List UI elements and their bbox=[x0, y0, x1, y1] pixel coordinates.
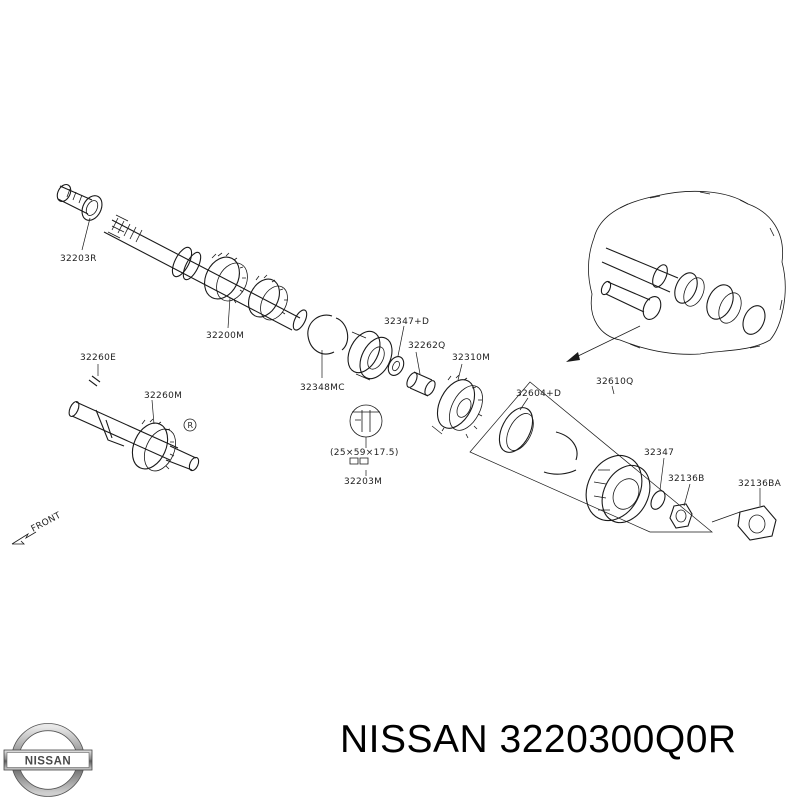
inset-transmission-view bbox=[588, 190, 786, 355]
front-arrow-icon: FRONT bbox=[11, 511, 63, 545]
label-32203M: 32203M bbox=[344, 477, 382, 487]
washer bbox=[387, 355, 405, 377]
svg-text:R: R bbox=[188, 421, 194, 430]
label-32262Q: 32262Q bbox=[408, 341, 446, 351]
part-caption: NISSAN 3220300Q0R bbox=[340, 718, 737, 762]
leader-lines bbox=[81, 217, 761, 507]
gear-32310M bbox=[431, 374, 483, 439]
label-32200M: 32200M bbox=[206, 331, 244, 341]
sleeve bbox=[406, 371, 436, 397]
caption-part-number: 3220300Q0R bbox=[499, 718, 737, 761]
label-32610Q: 32610Q bbox=[596, 377, 634, 387]
group-box bbox=[469, 381, 713, 533]
label-32348MC: 32348MC bbox=[300, 383, 345, 393]
logo-text: NISSAN bbox=[25, 756, 71, 768]
synchro-parts bbox=[498, 407, 693, 529]
label-32260M: 32260M bbox=[144, 391, 182, 401]
nut-32136BA bbox=[711, 505, 777, 541]
label-32310M: 32310M bbox=[452, 353, 490, 363]
bearing-32203R bbox=[56, 183, 103, 221]
label-32347D: 32347+D bbox=[384, 317, 429, 327]
label-32203R: 32203R bbox=[60, 254, 97, 264]
inset-arrow bbox=[566, 325, 641, 362]
bearing-section-detail bbox=[349, 404, 383, 465]
label-32260E: 32260E bbox=[80, 353, 116, 363]
output-shaft: R bbox=[68, 375, 200, 472]
snap-ring bbox=[307, 314, 349, 355]
label-32136B: 32136B bbox=[668, 474, 705, 484]
label-32136BA: 32136BA bbox=[738, 479, 782, 489]
dimension-note: (25×59×17.5) bbox=[330, 448, 399, 458]
nissan-logo: NISSAN bbox=[3, 723, 93, 797]
label-32347: 32347 bbox=[644, 448, 674, 458]
bearing-32203M bbox=[347, 330, 393, 381]
front-label: FRONT bbox=[30, 511, 63, 535]
main-shaft bbox=[103, 214, 308, 331]
part-labels: 32203R 32200M 32260E 32260M 32348MC 3234… bbox=[60, 254, 782, 489]
caption-brand: NISSAN bbox=[340, 718, 489, 761]
label-32604D: 32604+D bbox=[516, 389, 561, 399]
